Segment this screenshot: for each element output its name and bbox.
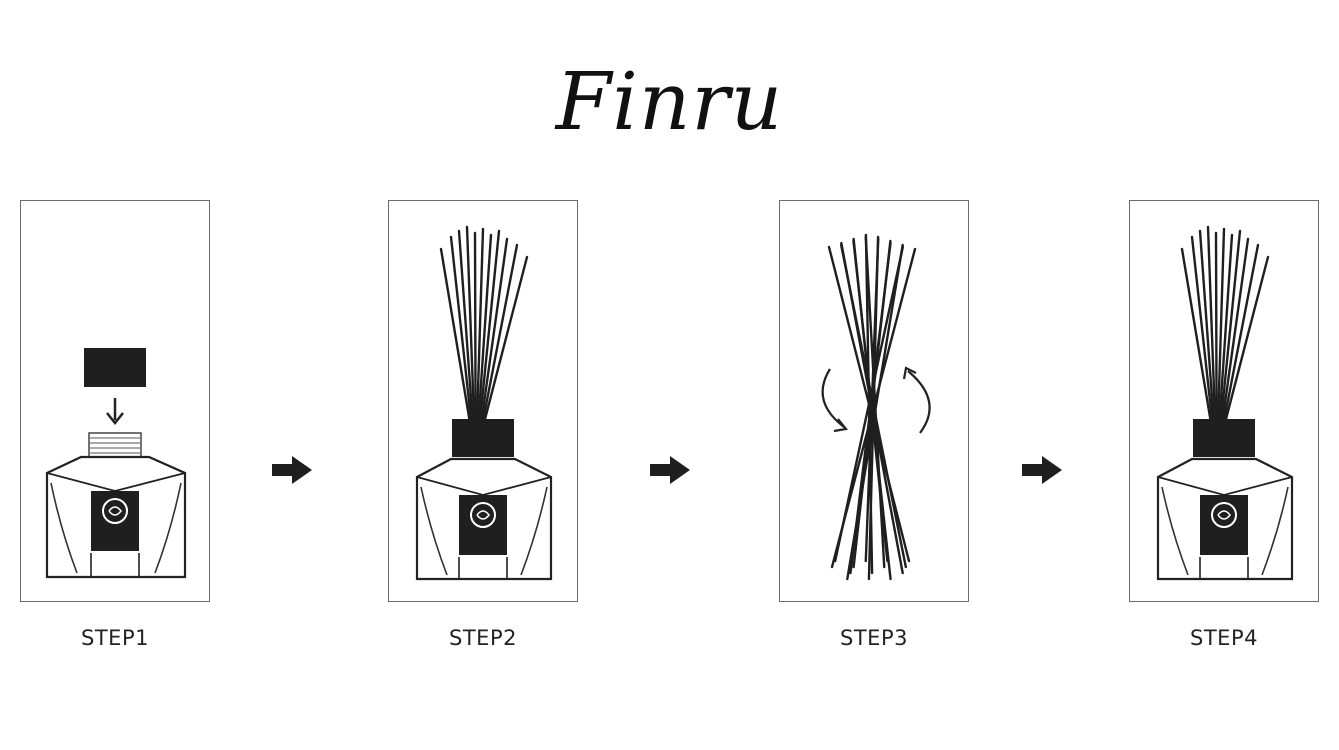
reed-stick — [439, 247, 472, 425]
reed-stick — [1180, 247, 1213, 425]
brand-title: Finru — [555, 55, 784, 148]
reed-stick — [1223, 255, 1270, 425]
logo-icon — [1211, 502, 1237, 528]
logo-icon — [470, 502, 496, 528]
reed-stick — [457, 229, 475, 425]
reed-stick — [1206, 225, 1217, 425]
step-2-label: STEP2 — [449, 626, 517, 650]
step-4-panel — [1129, 200, 1319, 602]
reed-stick — [481, 243, 519, 425]
reed-stick — [1190, 235, 1214, 425]
step-4-label: STEP4 — [1190, 626, 1258, 650]
arrow-right-icon — [648, 455, 692, 489]
reed-stick — [482, 255, 529, 425]
step-1-label: STEP1 — [81, 626, 149, 650]
rotate-left-icon — [821, 368, 849, 433]
reed-stick — [477, 233, 493, 425]
bottle-cap — [1193, 419, 1255, 457]
bottle-label — [1200, 495, 1248, 555]
reed-stick — [449, 235, 473, 425]
reed-sticks — [1180, 225, 1270, 425]
bottle — [1156, 457, 1294, 581]
step-3-label: STEP3 — [840, 626, 908, 650]
step-3-illustration — [821, 233, 931, 581]
arrow-right-icon — [1020, 455, 1064, 489]
bottle-cap — [84, 348, 146, 387]
bottle — [45, 455, 187, 579]
reed-stick — [479, 237, 509, 425]
reed-stick — [1219, 229, 1242, 425]
rotate-right-icon — [902, 366, 931, 434]
arrow-right-icon — [270, 455, 314, 489]
reed-stick — [465, 225, 476, 425]
step-1-panel — [20, 200, 210, 602]
reed-stick — [1222, 243, 1260, 425]
step-2-panel — [388, 200, 578, 602]
logo-icon — [102, 498, 128, 524]
reed-sticks — [827, 233, 917, 581]
reed-stick — [1216, 227, 1226, 425]
step-3-panel — [779, 200, 969, 602]
reed-stick — [1218, 233, 1234, 425]
step-4-illustration — [1156, 225, 1294, 581]
step-2-illustration — [415, 225, 553, 581]
reed-stick — [473, 231, 477, 425]
reed-sticks — [439, 225, 529, 425]
reed-stick — [1220, 237, 1250, 425]
reed-stick — [475, 227, 485, 425]
bottle-label — [91, 491, 139, 551]
step-1-illustration — [45, 348, 187, 579]
bottle — [415, 457, 553, 581]
reed-stick — [1214, 231, 1218, 425]
reed-stick — [846, 243, 904, 581]
reed-stick — [830, 247, 917, 569]
reed-stick — [478, 229, 501, 425]
bottle-label — [459, 495, 507, 555]
bottle-cap — [452, 419, 514, 457]
reed-stick — [1198, 229, 1216, 425]
